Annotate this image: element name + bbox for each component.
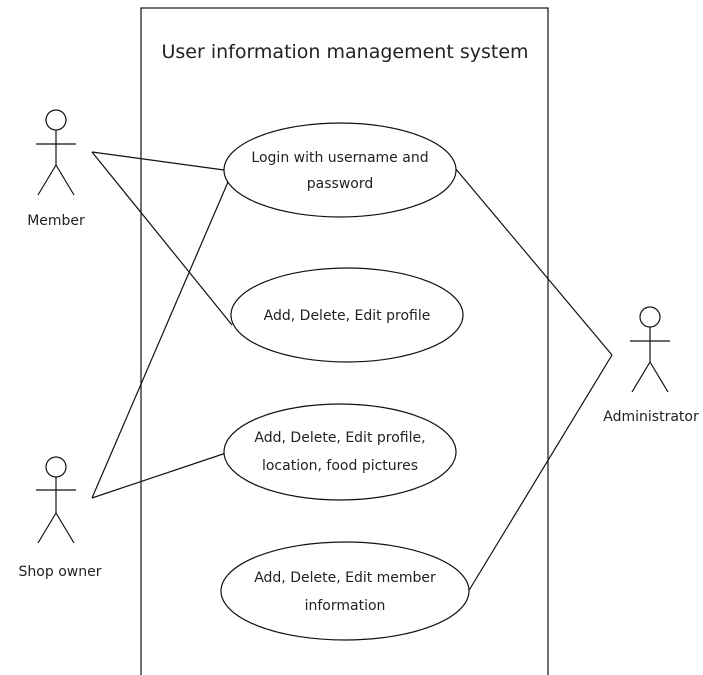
association-member-login (91, 151, 225, 171)
use-case-edit-profile: Add, Delete, Edit profile (230, 267, 464, 363)
use-case-login-line2: password (307, 176, 373, 192)
use-case-edit-profile-ellipse (230, 267, 464, 363)
actor-administrator-label: Administrator (603, 409, 699, 425)
use-case-login-ellipse (223, 122, 457, 218)
stick-figure-icon (630, 306, 670, 393)
use-case-member-info-line1: Add, Delete, Edit member (254, 570, 436, 586)
association-shop-owner-shop-profile (91, 452, 227, 499)
use-case-edit-profile-line1: Add, Delete, Edit profile (264, 308, 431, 324)
use-case-login-line1: Login with username and (251, 150, 428, 166)
association-admin-member-info (467, 354, 613, 593)
actor-administrator: Administrator (603, 306, 699, 425)
stick-figure-icon (36, 456, 76, 544)
system-title: User information management system (161, 41, 528, 63)
use-case-shop-profile-line2: location, food pictures (262, 458, 418, 474)
association-shop-owner-login (91, 167, 235, 499)
use-case-shop-profile: Add, Delete, Edit profile, location, foo… (223, 403, 457, 501)
actor-shop-owner-label: Shop owner (19, 564, 102, 580)
actor-member-label: Member (27, 213, 85, 229)
use-case-member-info-line2: information (305, 598, 386, 614)
use-case-member-info-ellipse (220, 541, 470, 641)
association-member-edit-profile (91, 151, 233, 326)
use-case-shop-profile-ellipse (223, 403, 457, 501)
stick-figure-icon (36, 109, 76, 196)
associations (91, 151, 613, 593)
association-admin-login (454, 167, 613, 356)
use-case-shop-profile-line1: Add, Delete, Edit profile, (254, 430, 425, 446)
use-case-login: Login with username and password (223, 122, 457, 218)
actor-member: Member (27, 109, 85, 229)
actor-shop-owner: Shop owner (19, 456, 102, 580)
use-case-member-info: Add, Delete, Edit member information (220, 541, 470, 641)
